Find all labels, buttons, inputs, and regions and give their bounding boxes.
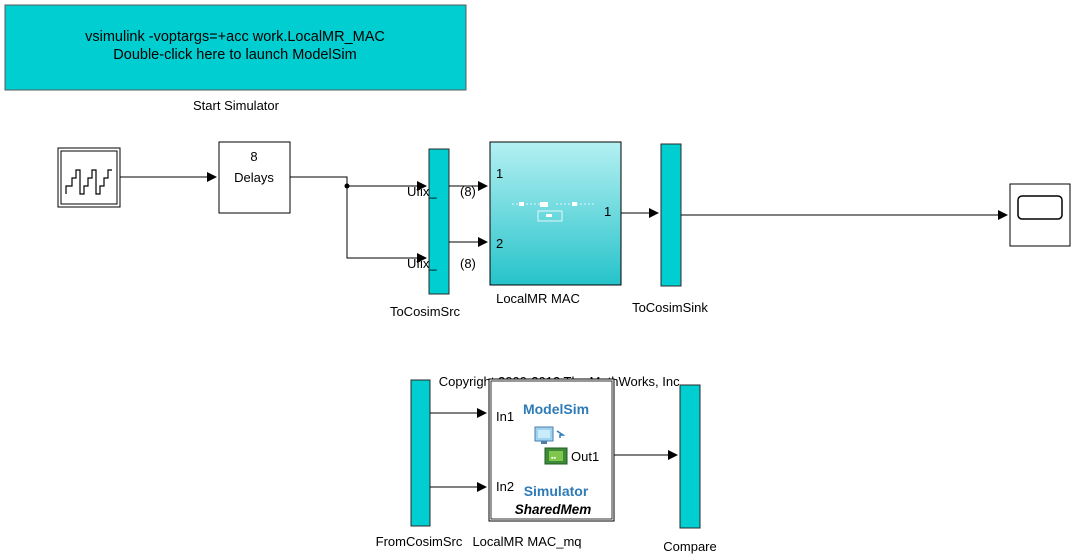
compare-block[interactable]	[679, 384, 701, 529]
shared-mem-label: SharedMem	[515, 502, 592, 517]
signal-lines-top	[120, 172, 1008, 263]
ufix-bottom-suffix: (8)	[460, 256, 476, 271]
scope-icon	[1017, 195, 1063, 220]
to-cosim-src-caption: ToCosimSrc	[390, 304, 461, 319]
branch-point	[344, 183, 350, 189]
to-cosim-src-block[interactable]	[428, 148, 450, 295]
modelsim-subtitle: Simulator	[524, 483, 589, 499]
subsystem-preview-icon	[512, 202, 595, 222]
start-simulator-caption: Start Simulator	[193, 98, 280, 113]
cosim-out1-port: Out1	[571, 449, 599, 464]
local-mr-mac-caption: LocalMR MAC	[496, 291, 580, 306]
from-cosim-src-caption: FromCosimSrc	[376, 534, 463, 549]
launch-command-text: vsimulink -voptargs=+acc work.LocalMR_MA…	[85, 29, 385, 45]
to-cosim-sink-caption: ToCosimSink	[632, 300, 708, 315]
compare-caption: Compare	[663, 539, 716, 554]
delay-label: Delays	[234, 170, 274, 185]
delay-block[interactable]: 8 Delays	[218, 141, 291, 214]
from-cosim-src-block[interactable]	[410, 379, 431, 527]
modelsim-cosim-block[interactable]: ModelSim In1 In2 Out1 Simulator SharedMe…	[488, 378, 615, 522]
signal-source-icon	[60, 150, 118, 205]
to-cosim-sink-block[interactable]	[660, 143, 682, 287]
cosim-in1-port: In1	[496, 409, 514, 424]
cosim-in2-port: In2	[496, 479, 514, 494]
modelsim-title: ModelSim	[523, 401, 589, 417]
scope-block[interactable]	[1009, 183, 1071, 247]
subsystem-in1-port: 1	[496, 166, 503, 181]
start-simulator-block[interactable]: vsimulink -voptargs=+acc work.LocalMR_MA…	[4, 4, 467, 91]
delay-value: 8	[250, 149, 257, 164]
svg-text:▪▪: ▪▪	[551, 455, 556, 462]
ufix-top-label: Ufix_	[407, 184, 437, 199]
subsystem-in2-port: 2	[496, 236, 503, 251]
signal-source-block[interactable]	[57, 147, 121, 208]
local-mr-mac-subsystem[interactable]: 1 2 1	[489, 141, 622, 286]
local-mr-mac-mq-caption: LocalMR MAC_mq	[472, 534, 581, 549]
signal-lines-bottom	[430, 408, 678, 492]
subsystem-out1-port: 1	[604, 204, 611, 219]
modelsim-computer-icon: ▪▪	[534, 426, 568, 465]
ufix-bottom-label: Ufix_	[407, 256, 437, 271]
ufix-top-suffix: (8)	[460, 184, 476, 199]
launch-hint-text: Double-click here to launch ModelSim	[113, 47, 356, 63]
